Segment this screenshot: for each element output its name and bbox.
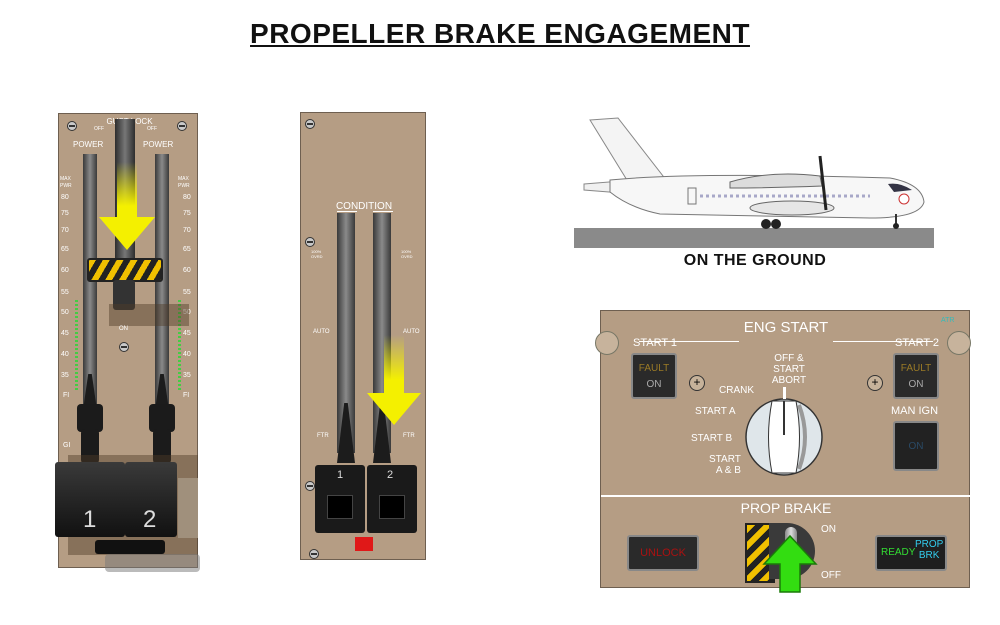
rotary-off-start-abort: OFF & START ABORT	[771, 353, 807, 386]
switch-off-label: OFF	[821, 570, 841, 581]
ovrd-label-right: 100% OVRD	[401, 249, 413, 259]
fi-label-right: FI	[183, 392, 190, 399]
power-lever-2[interactable]: 2	[125, 462, 177, 537]
condition-title: CONDITION	[335, 201, 393, 212]
power-label-left: POWER	[73, 140, 104, 149]
condition-lever-2[interactable]: 2	[367, 465, 417, 533]
screw-icon	[309, 549, 319, 559]
eng-start-rotary-selector[interactable]	[739, 395, 829, 479]
max-pwr-label-right: MAX PWR	[178, 176, 190, 189]
ready-light: READY	[881, 547, 916, 558]
gi-label-left: GI	[63, 442, 71, 449]
screw-icon	[305, 237, 315, 247]
power-scale-right: 80 75 70 65 60 55 50 45 40 35	[177, 192, 197, 392]
page-title: PROPELLER BRAKE ENGAGEMENT	[250, 18, 750, 49]
start1-button[interactable]: FAULT ON	[631, 353, 677, 399]
start2-fault-light: FAULT	[900, 363, 932, 374]
auto-label-left: AUTO	[313, 329, 330, 335]
ftr-label-right: FTR	[403, 433, 415, 439]
aircraft-caption: ON THE GROUND	[683, 252, 827, 269]
ready-prop-brk-indicator: READY PROP BRK	[875, 535, 947, 571]
gust-lock-off-right: OFF	[147, 126, 157, 132]
start1-fault-light: FAULT	[638, 363, 670, 374]
screw-icon	[177, 121, 187, 131]
screw-icon	[305, 119, 315, 129]
screw-icon: +	[867, 375, 883, 391]
rotary-crank-label: CRANK	[719, 385, 755, 396]
start2-button[interactable]: FAULT ON	[893, 353, 939, 399]
ftr-label-left: FTR	[317, 433, 329, 439]
panel-corner-code: ATR	[941, 317, 955, 324]
gust-lock-off-left: OFF	[94, 126, 104, 132]
gust-lock-handle[interactable]	[87, 258, 163, 282]
auto-label-right: AUTO	[403, 329, 420, 335]
ground-strip	[574, 228, 934, 248]
aircraft-illustration	[574, 117, 934, 248]
max-pwr-label-left: MAX PWR	[60, 176, 72, 189]
screw-icon	[305, 481, 315, 491]
rotary-start-ab-label: START A & B	[709, 454, 741, 476]
yellow-down-arrow-icon	[99, 162, 155, 250]
condition-lever-track-1	[337, 213, 355, 453]
power-label-right: POWER	[143, 140, 174, 149]
start1-on-light: ON	[646, 379, 662, 390]
rotary-start-b-label: START B	[691, 433, 733, 444]
condition-lever-1[interactable]: 1	[315, 465, 365, 533]
power-scale-left: 80 75 70 65 60 55 50 45 40 35	[61, 192, 81, 392]
man-ign-label: MAN IGN	[891, 405, 939, 417]
unlock-light: UNLOCK	[640, 547, 686, 559]
screw-icon	[119, 342, 129, 352]
rotary-start-a-label: START A	[695, 406, 736, 417]
eng-start-title: ENG START	[743, 319, 829, 336]
screw-icon: +	[689, 375, 705, 391]
power-lever-quadrant: GUST LOCK OFF OFF POWER POWER MAX PWR MA…	[58, 113, 198, 568]
unlock-button[interactable]: UNLOCK	[627, 535, 699, 571]
fi-label-left: FI	[63, 392, 70, 399]
screw-icon	[67, 121, 77, 131]
power-lever-1[interactable]: 1	[55, 462, 125, 537]
green-up-arrow-icon	[762, 534, 818, 593]
start2-label: START 2	[895, 337, 940, 349]
ovrd-label-left: 100% OVRD	[311, 249, 323, 259]
switch-on-label: ON	[821, 524, 836, 535]
prop-brk-light: PROP BRK	[915, 539, 944, 561]
prop-brake-title: PROP BRAKE	[740, 500, 832, 516]
on-label: ON	[119, 326, 128, 332]
man-ign-on-light: ON	[908, 441, 924, 452]
start1-label: START 1	[633, 337, 678, 349]
yellow-down-arrow-icon	[367, 335, 421, 425]
condition-lever-quadrant: CONDITION 100% OVRD 100% OVRD AUTO AUTO …	[300, 112, 426, 560]
man-ign-button[interactable]: ON	[893, 421, 939, 471]
start2-on-light: ON	[908, 379, 924, 390]
